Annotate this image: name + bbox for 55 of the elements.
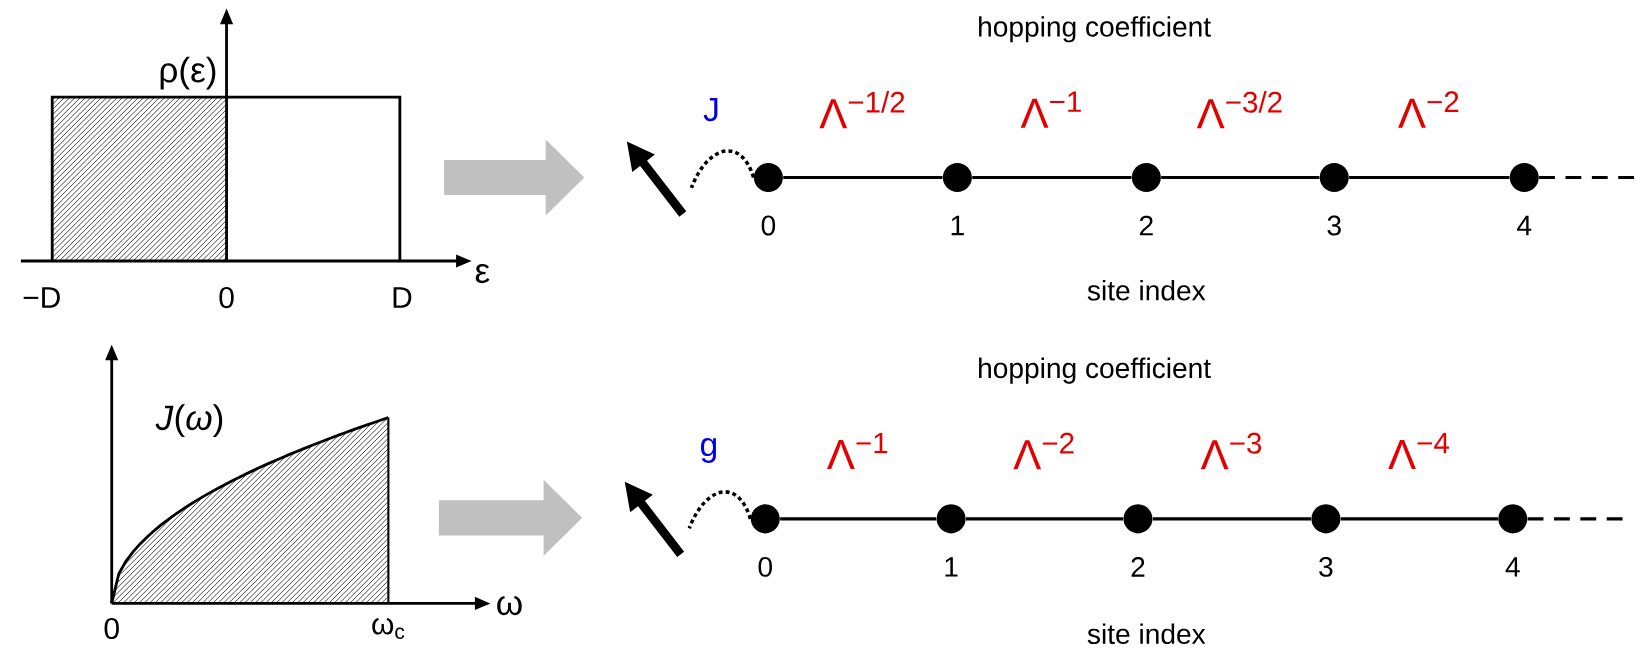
heading: site index <box>1087 623 1206 645</box>
site-dot <box>753 163 783 193</box>
site-dot <box>1311 504 1341 534</box>
site-dot <box>1498 504 1528 534</box>
site-dot <box>936 504 966 534</box>
hopping-label: Λ$^{−2}$ <box>1013 433 1074 470</box>
site-dot <box>1131 163 1161 193</box>
coupling-label: g <box>701 438 716 464</box>
axis-label: J(ω) <box>155 404 223 438</box>
hopping-label: Λ$^{−4}$ <box>1388 433 1449 470</box>
site-number: 4 <box>1517 216 1532 236</box>
tick-label: 0 <box>104 618 119 640</box>
site-number: 4 <box>1505 557 1520 577</box>
site-number: 3 <box>1327 215 1341 236</box>
hopping-label: Λ$^{−2}$ <box>1398 91 1459 129</box>
chain-bond <box>1349 176 1510 180</box>
chain-bond <box>972 176 1132 180</box>
axis-label: ω <box>497 596 522 616</box>
chain-bond <box>1161 176 1320 180</box>
dashed-line <box>1527 517 1624 521</box>
hopping-label: Λ$^{−3/2}$ <box>1196 91 1282 129</box>
site-number: 0 <box>758 557 772 578</box>
chain-bond <box>1340 517 1498 521</box>
site-dot <box>1123 504 1153 534</box>
site-dot <box>1509 163 1539 193</box>
site-dot <box>750 504 780 534</box>
site-number: 3 <box>1319 557 1333 578</box>
coupling-curve <box>689 149 756 189</box>
hopping-label: Λ$^{−1}$ <box>1020 91 1081 128</box>
chain-bond <box>783 176 943 180</box>
plot-drawing <box>50 95 402 262</box>
chain-bond <box>965 517 1124 521</box>
tick-label: 0 <box>219 287 234 309</box>
heading: site index <box>1087 280 1206 301</box>
axis-label: ρ(ε) <box>160 56 216 90</box>
hopping-label: Λ$^{−1/2}$ <box>819 91 905 129</box>
tick-label: D <box>393 287 412 309</box>
heading: hopping coefficient <box>979 16 1211 43</box>
hopping-label: Λ$^{−1}$ <box>827 433 888 470</box>
site-number: 1 <box>951 216 964 236</box>
site-number: 0 <box>761 215 776 236</box>
chain-bond <box>1152 517 1312 521</box>
chain-bond <box>780 517 937 521</box>
axis-label: ε <box>475 264 490 284</box>
site-number: 2 <box>1131 557 1145 577</box>
hopping-label: Λ$^{−3}$ <box>1200 433 1262 470</box>
dashed-line <box>1539 176 1636 180</box>
coupling-curve <box>687 490 753 530</box>
heading: hopping coefficient <box>979 357 1211 384</box>
tick-label: −D <box>23 287 60 309</box>
coupling-label: J <box>703 98 718 122</box>
site-number: 1 <box>945 557 958 577</box>
site-dot <box>942 163 972 193</box>
site-dot <box>1319 163 1349 193</box>
site-number: 2 <box>1139 215 1153 236</box>
